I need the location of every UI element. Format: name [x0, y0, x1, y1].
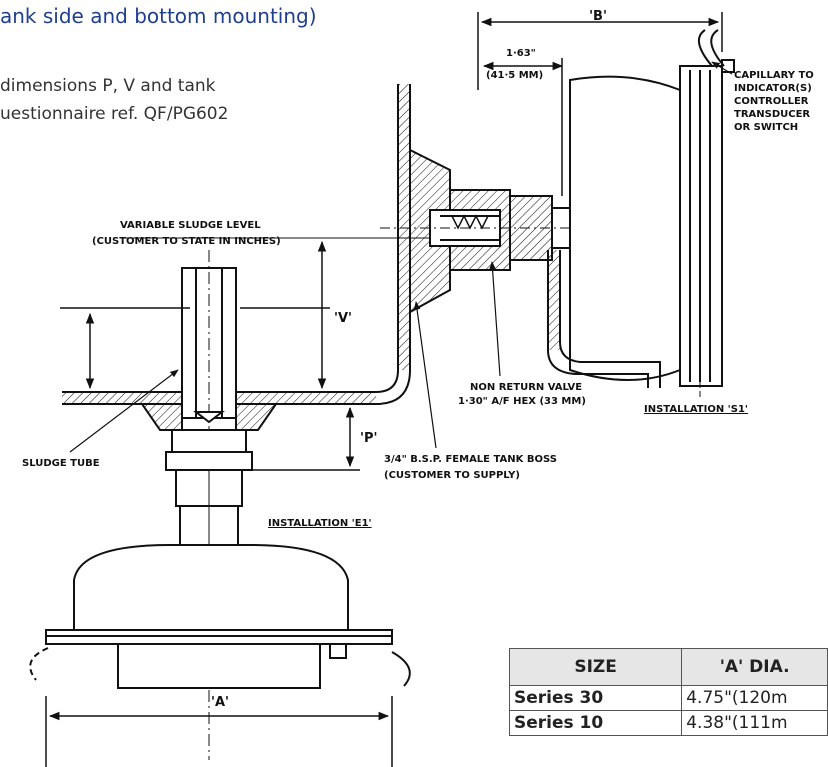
label-dim-b: 'B' — [589, 9, 607, 24]
label-sludge-tube: SLUDGE TUBE — [22, 458, 100, 469]
label-capillary-3: CONTROLLER — [734, 96, 809, 107]
table-cell-a-dia: 4.75"(120m — [681, 685, 828, 711]
dimension-b — [477, 12, 723, 196]
label-capillary-1: CAPILLARY TO — [734, 70, 814, 81]
bottom-fittings — [165, 429, 253, 547]
label-tank-boss-1: 3/4" B.S.P. FEMALE TANK BOSS — [384, 454, 557, 465]
intro-line-2: uestionnaire ref. QF/PG602 — [0, 104, 229, 124]
table-cell-size: Series 30 — [508, 685, 683, 711]
sludge-tube — [140, 250, 278, 760]
intro-text: dimensions P, V and tank uestionnaire re… — [0, 72, 228, 128]
size-table: SIZE 'A' DIA. Series 30 4.75"(120m Serie… — [508, 648, 828, 736]
table-row: Series 10 4.38"(111m — [508, 710, 828, 736]
label-nrv-2: 1·30" A/F HEX (33 MM) — [458, 396, 586, 407]
label-install-s1: INSTALLATION 'S1' — [644, 404, 748, 415]
section-heading: ank side and bottom mounting) — [0, 4, 317, 28]
label-nrv-1: NON RETURN VALVE — [470, 382, 582, 393]
label-install-e1: INSTALLATION 'E1' — [268, 518, 372, 529]
table-header-a-dia: 'A' DIA. — [681, 648, 828, 686]
label-capillary-4: TRANSDUCER — [734, 109, 810, 120]
label-dim-v: 'V' — [334, 311, 352, 326]
table-row: Series 30 4.75"(120m — [508, 685, 828, 711]
label-sludge-level-1: VARIABLE SLUDGE LEVEL — [120, 220, 261, 231]
table-cell-a-dia: 4.38"(111m — [681, 710, 828, 736]
bottom-indicator-housing — [29, 544, 411, 689]
dimension-v-and-p — [60, 237, 430, 471]
leader-lines — [69, 61, 733, 453]
label-dim-163-mm: (41·5 MM) — [486, 70, 543, 81]
table-cell-size: Series 10 — [508, 710, 683, 736]
dimension-a — [45, 696, 393, 767]
table-header-row: SIZE 'A' DIA. — [508, 648, 828, 686]
label-dim-a: 'A' — [211, 695, 229, 710]
label-dim-p: 'P' — [360, 431, 378, 446]
label-capillary-2: INDICATOR(S) — [734, 83, 812, 94]
label-dim-163-in: 1·63" — [506, 48, 536, 59]
table-header-size: SIZE — [508, 648, 683, 686]
side-indicator-housing — [547, 29, 735, 400]
intro-line-1: dimensions P, V and tank — [0, 76, 216, 96]
label-sludge-level-2: (CUSTOMER TO STATE IN INCHES) — [92, 236, 281, 247]
label-tank-boss-2: (CUSTOMER TO SUPPLY) — [384, 470, 520, 481]
label-capillary-5: OR SWITCH — [734, 122, 798, 133]
